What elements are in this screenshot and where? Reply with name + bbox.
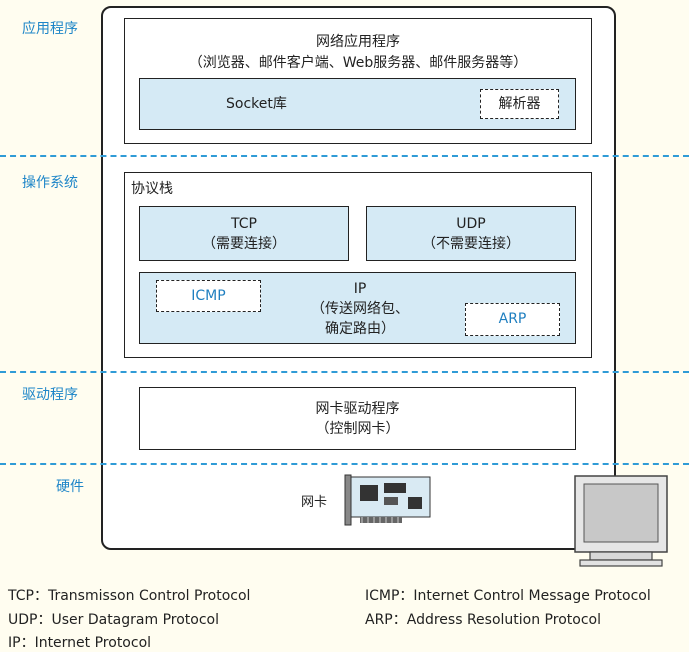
tcp-box: TCP （需要连接）	[139, 206, 349, 261]
socket-library-label: Socket库	[226, 96, 287, 112]
nic-driver-title: 网卡驱动程序	[315, 401, 400, 417]
ip-name: IP	[353, 281, 367, 297]
icmp-box: ICMP	[156, 280, 261, 312]
udp-desc: （不需要连接）	[422, 236, 520, 252]
separator-driver-hardware	[0, 463, 689, 465]
nic-driver-desc: （控制网卡）	[315, 421, 400, 437]
ip-box: IP （传送网络包、 确定路由） ICMP ARP	[139, 272, 576, 344]
legend-udp: UDP：User Datagram Protocol	[8, 612, 219, 628]
nic-card-icon	[344, 474, 431, 526]
application-subtitle: （浏览器、邮件客户端、Web服务器、邮件服务器等）	[188, 55, 528, 71]
legend-icmp: ICMP：Internet Control Message Protocol	[365, 588, 651, 604]
udp-name: UDP	[456, 216, 486, 232]
layer-label-hardware: 硬件	[56, 479, 84, 495]
nic-driver-box: 网卡驱动程序 （控制网卡）	[139, 387, 576, 450]
protocol-stack-title: 协议栈	[131, 181, 173, 197]
legend-ip: IP：Internet Protocol	[8, 635, 152, 651]
application-title: 网络应用程序	[316, 34, 400, 50]
legend-tcp: TCP：Transmisson Control Protocol	[8, 588, 251, 604]
layer-label-driver: 驱动程序	[22, 387, 78, 403]
udp-box: UDP （不需要连接）	[366, 206, 576, 261]
ip-desc-line2: 确定路由）	[325, 321, 395, 337]
arp-box: ARP	[465, 303, 560, 336]
resolver-box: 解析器	[480, 89, 559, 119]
nic-label: 网卡	[301, 495, 328, 510]
tcp-desc: （需要连接）	[202, 236, 286, 252]
tcp-name: TCP	[231, 216, 257, 232]
socket-library-box: Socket库 解析器	[139, 78, 576, 130]
layer-label-application: 应用程序	[22, 21, 78, 37]
separator-app-os	[0, 155, 689, 157]
ip-desc-line1: （传送网络包、	[311, 301, 409, 317]
legend-arp: ARP：Address Resolution Protocol	[365, 612, 601, 628]
layer-label-os: 操作系统	[22, 175, 78, 191]
computer-monitor-icon	[574, 475, 668, 567]
separator-os-driver	[0, 371, 689, 373]
